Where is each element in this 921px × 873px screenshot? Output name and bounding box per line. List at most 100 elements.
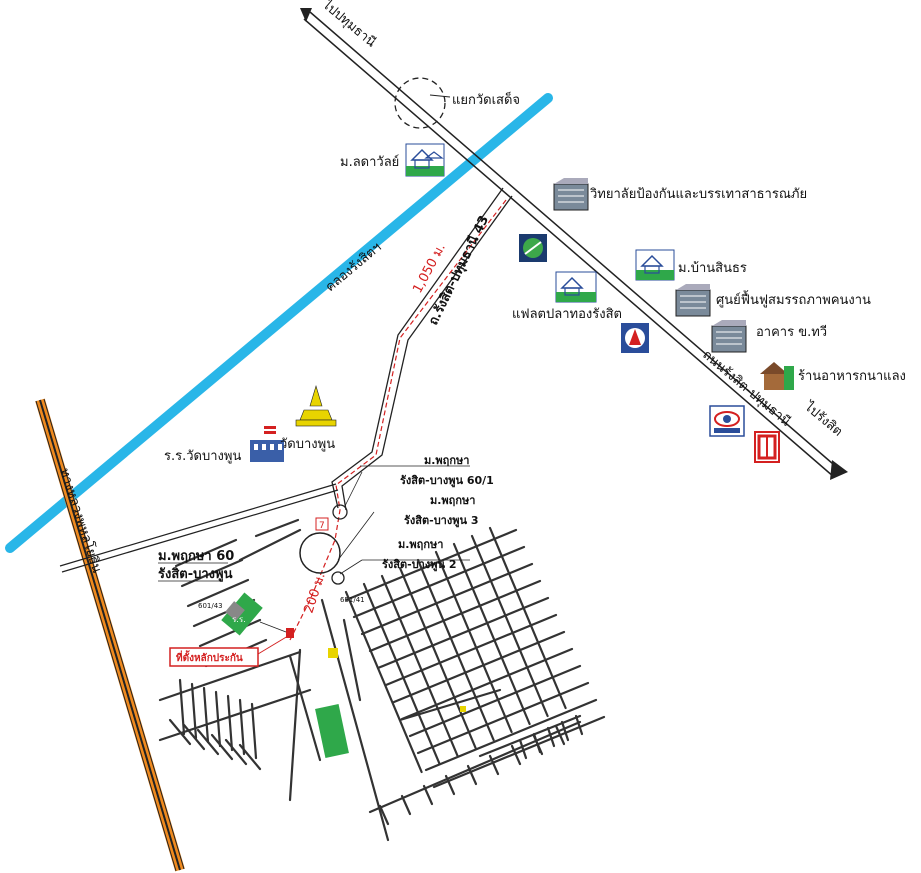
- label-phruksa-2-b: รังสิต-บางพูน 2: [382, 558, 457, 572]
- label-phruksa-60-1-a: ม.พฤกษา: [424, 454, 469, 467]
- label-phruksa-3-a: ม.พฤกษา: [430, 494, 475, 507]
- green-park: [315, 704, 349, 758]
- street-segment: [400, 794, 412, 816]
- street-segment: [320, 598, 390, 842]
- ring-main: [299, 532, 341, 574]
- street-segment: [158, 650, 302, 702]
- office-building-icon: [675, 284, 711, 317]
- street-segment: [510, 744, 522, 766]
- ring-bottom: [331, 571, 345, 585]
- street-segment: [546, 726, 556, 748]
- street-segment: [398, 688, 502, 722]
- street-segment: [224, 738, 248, 766]
- gate-logo-icon: [754, 431, 780, 463]
- label-to-pathum: ไปปทุมธานี: [319, 0, 379, 50]
- label-school: ร.ร.วัดบางพูน: [164, 449, 241, 464]
- store-marker-icon: 7: [315, 517, 329, 531]
- label-plot-number-2: 651/41: [340, 596, 365, 604]
- street-segment: [380, 574, 459, 758]
- school-flag-icon: [250, 426, 284, 462]
- label-rehab-center: ศูนย์ฟื้นฟูสมรรถภาพคนงาน: [716, 290, 871, 308]
- fuel-station-logo-icon: [621, 323, 649, 353]
- street-segment: [434, 550, 513, 734]
- street-segment: [186, 578, 250, 608]
- street-segment: [518, 738, 528, 760]
- street-segment: [376, 596, 550, 670]
- eye-logo-icon: [709, 405, 745, 437]
- yellow-spot: [328, 648, 338, 658]
- street-segment: [288, 648, 302, 802]
- street-segment: [344, 528, 518, 602]
- street-segment: [344, 590, 423, 774]
- street-segment: [238, 743, 262, 771]
- label-lotus-village: ม.ลดาวัลย์: [340, 154, 399, 170]
- street-segment: [470, 534, 549, 718]
- temple-stupa-icon: [295, 384, 337, 427]
- junction-circle: [394, 77, 446, 129]
- svg-text:7: 7: [319, 521, 325, 531]
- highway: [35, 398, 185, 872]
- office-building-icon: [553, 178, 589, 211]
- street-segment: [168, 718, 192, 746]
- street-segment: [378, 804, 390, 826]
- gray-plot: [225, 601, 245, 621]
- label-building: อาคาร ข.ทวี: [756, 324, 827, 340]
- label-location: ที่ตั้งหลักประกัน: [176, 650, 243, 664]
- street-segment: [424, 698, 598, 772]
- route-line: [289, 199, 507, 641]
- street-segment: [574, 714, 584, 736]
- label-phruksa-60b-a: ม.พฤกษา 60: [158, 549, 234, 564]
- street-segment: [398, 566, 477, 750]
- street-segment: [452, 542, 531, 726]
- label-wat-sadet: แยกวัดเสด็จ: [452, 90, 520, 108]
- street-segment: [368, 579, 542, 653]
- street-segment: [254, 518, 300, 538]
- label-plot-short: ร.ร.: [232, 615, 246, 624]
- label-phruksa-60b-b: รังสิต-บางพูน: [158, 567, 233, 582]
- label-baan-village: ม.บ้านสินธร: [678, 261, 747, 276]
- label-college: วิทยาลัยป้องกันและบรรเทาสาธารณภัย: [589, 187, 807, 202]
- street-segment: [210, 733, 234, 761]
- street-segment: [226, 694, 234, 752]
- street-segment: [532, 732, 542, 754]
- label-restaurant: ร้านอาหารกนาแลง: [798, 369, 906, 384]
- label-phruksa-60-1-b: รังสิต-บางพูน 60/1: [400, 474, 494, 488]
- street-segment: [368, 720, 582, 814]
- yellow-spot-2: [460, 706, 466, 712]
- house-icon: [555, 271, 597, 303]
- street-segment: [400, 647, 574, 721]
- office-building-icon: [711, 320, 747, 353]
- street-segment: [158, 688, 312, 742]
- street-segment: [384, 613, 558, 687]
- house-icon: [405, 143, 445, 177]
- street-segment: [180, 558, 244, 588]
- canal-line: [5, 93, 553, 553]
- label-temple: วัดบางพูน: [280, 437, 335, 452]
- street-segment: [416, 558, 495, 742]
- soi43-road: [331, 187, 513, 511]
- house-icon: [635, 249, 675, 281]
- street-segment: [238, 528, 302, 562]
- street-segment: [392, 630, 566, 704]
- street-segment: [342, 618, 362, 702]
- street-segment: [360, 562, 534, 636]
- label-canal: คลองรังสิตฯ: [323, 240, 385, 295]
- street-segment: [416, 681, 590, 755]
- street-segment: [432, 715, 606, 789]
- street-segment: [352, 545, 526, 619]
- residential-streets: [158, 518, 606, 842]
- street-segment: [362, 582, 441, 766]
- restaurant-icon: [758, 360, 794, 390]
- company-logo-icon: [519, 234, 547, 262]
- location-box: [169, 647, 259, 667]
- label-to-rangsit: ไปรังสิต: [801, 398, 846, 440]
- street-segment: [202, 686, 210, 744]
- label-phruksa-3-b: รังสิต-บางพูน 3: [404, 514, 479, 528]
- green-plot: [221, 592, 263, 636]
- ring-top: [332, 504, 348, 520]
- street-segment: [196, 728, 220, 756]
- label-plot-number: 601/43: [198, 602, 223, 610]
- label-phruksa-2-a: ม.พฤกษา: [398, 538, 443, 551]
- street-segment: [198, 618, 262, 648]
